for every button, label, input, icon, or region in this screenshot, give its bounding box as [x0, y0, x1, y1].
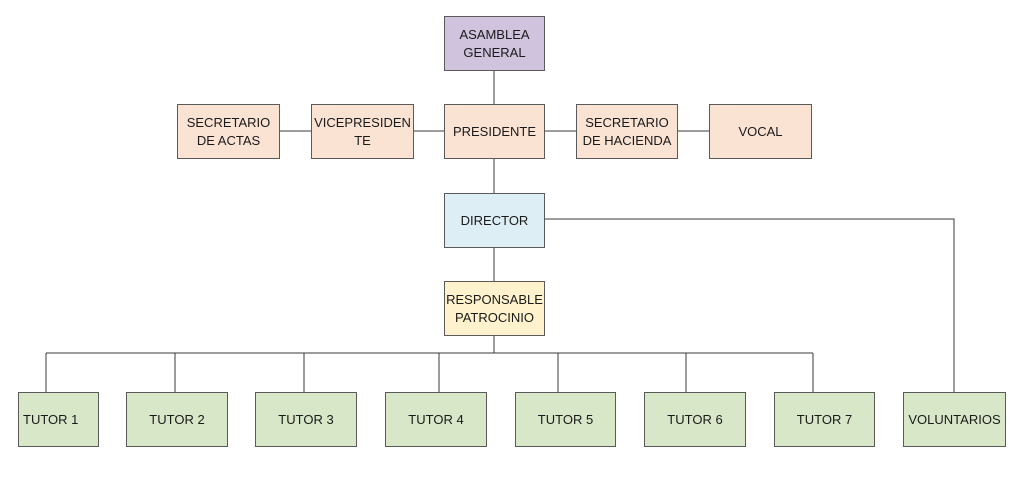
secretario-actas-node: SECRETARIO DE ACTAS	[177, 104, 280, 159]
connector-director-voluntarios	[545, 218, 955, 392]
tutor-2-node: TUTOR 2	[126, 392, 228, 447]
director-node: DIRECTOR	[444, 193, 545, 248]
asamblea-general-node: ASAMBLEA GENERAL	[444, 16, 545, 71]
tutor-5-node: TUTOR 5	[515, 392, 616, 447]
tutor-6-node: TUTOR 6	[644, 392, 746, 447]
tutor-3-node: TUTOR 3	[255, 392, 357, 447]
tutor-1-node: TUTOR 1	[18, 392, 99, 447]
tutor-7-node: TUTOR 7	[774, 392, 875, 447]
vicepresidente-node: VICEPRESIDEN TE	[311, 104, 414, 159]
vocal-node: VOCAL	[709, 104, 812, 159]
secretario-hacienda-node: SECRETARIO DE HACIENDA	[576, 104, 678, 159]
tutor-4-node: TUTOR 4	[385, 392, 487, 447]
voluntarios-node: VOLUNTARIOS	[903, 392, 1006, 447]
presidente-node: PRESIDENTE	[444, 104, 545, 159]
responsable-patrocinio-node: RESPONSABLE PATROCINIO	[444, 281, 545, 336]
